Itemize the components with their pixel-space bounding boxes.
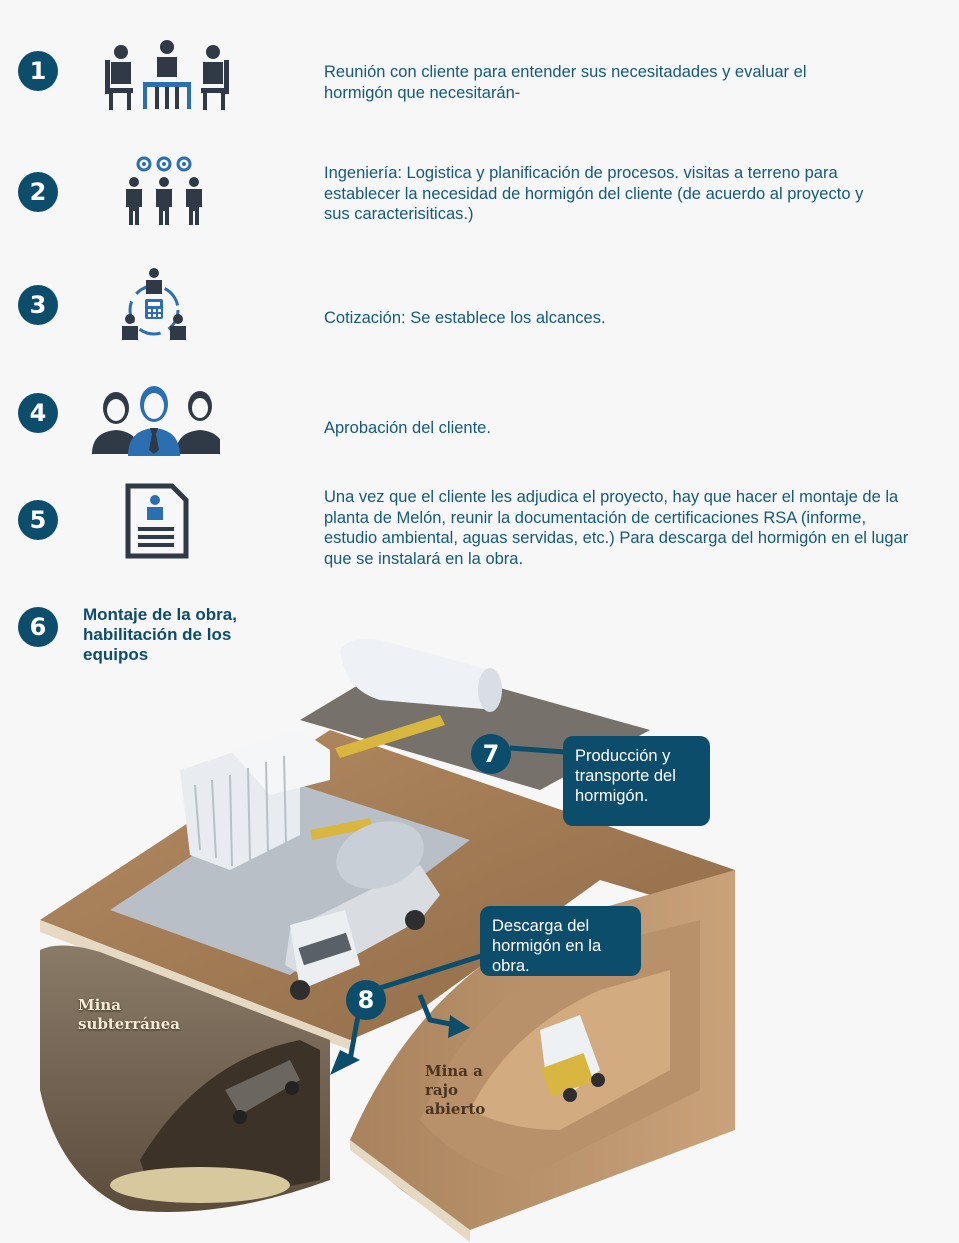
callout-7-number: 7: [482, 740, 500, 768]
callout-8-number: 8: [357, 986, 375, 1014]
callout-7-text: Producción y transporte del hormigón.: [563, 736, 710, 826]
engineering-team-icon: [126, 156, 202, 225]
step-1-badge: 1: [18, 51, 58, 91]
callout-8-text: Descarga del hormigón en la obra.: [480, 906, 641, 976]
quotation-icon: [122, 268, 186, 340]
callout-7-pointer: [509, 745, 566, 755]
label-open-pit-mine: Mina a rajo abierto: [425, 1062, 486, 1118]
step-1-text: Reunión con cliente para entender sus ne…: [324, 63, 807, 102]
client-approval-icon: [92, 386, 220, 456]
meeting-icon: [105, 40, 229, 110]
mine-construction-illustration: [40, 638, 735, 1242]
conveyor-belt: [335, 715, 445, 758]
label-underground-mine: Mina subterránea: [78, 996, 181, 1033]
step-5-text: Una vez que el cliente les adjudica el p…: [324, 488, 909, 568]
tunnel-truck: [225, 1060, 300, 1124]
silo-tank: [340, 638, 499, 710]
step-5-badge: 5: [18, 500, 58, 540]
step-4-text: Aprobación del cliente.: [324, 419, 491, 437]
pit-truck: [540, 1015, 605, 1102]
mixer-truck: [285, 821, 440, 1000]
step-6-badge: 6: [18, 607, 58, 647]
callout-8-badge: [346, 980, 386, 1020]
callout-7-badge: [471, 734, 511, 774]
documentation-icon: [125, 483, 189, 559]
step-2-text: Ingeniería: Logistica y planificación de…: [324, 164, 864, 223]
step-4-badge: 4: [18, 393, 58, 433]
step-2-badge: 2: [18, 172, 58, 212]
step-3-text: Cotización: Se establece los alcances.: [324, 309, 606, 327]
step-6-title: Montaje de la obra, habilitación de los …: [83, 605, 237, 664]
step-3-badge: 3: [18, 285, 58, 325]
